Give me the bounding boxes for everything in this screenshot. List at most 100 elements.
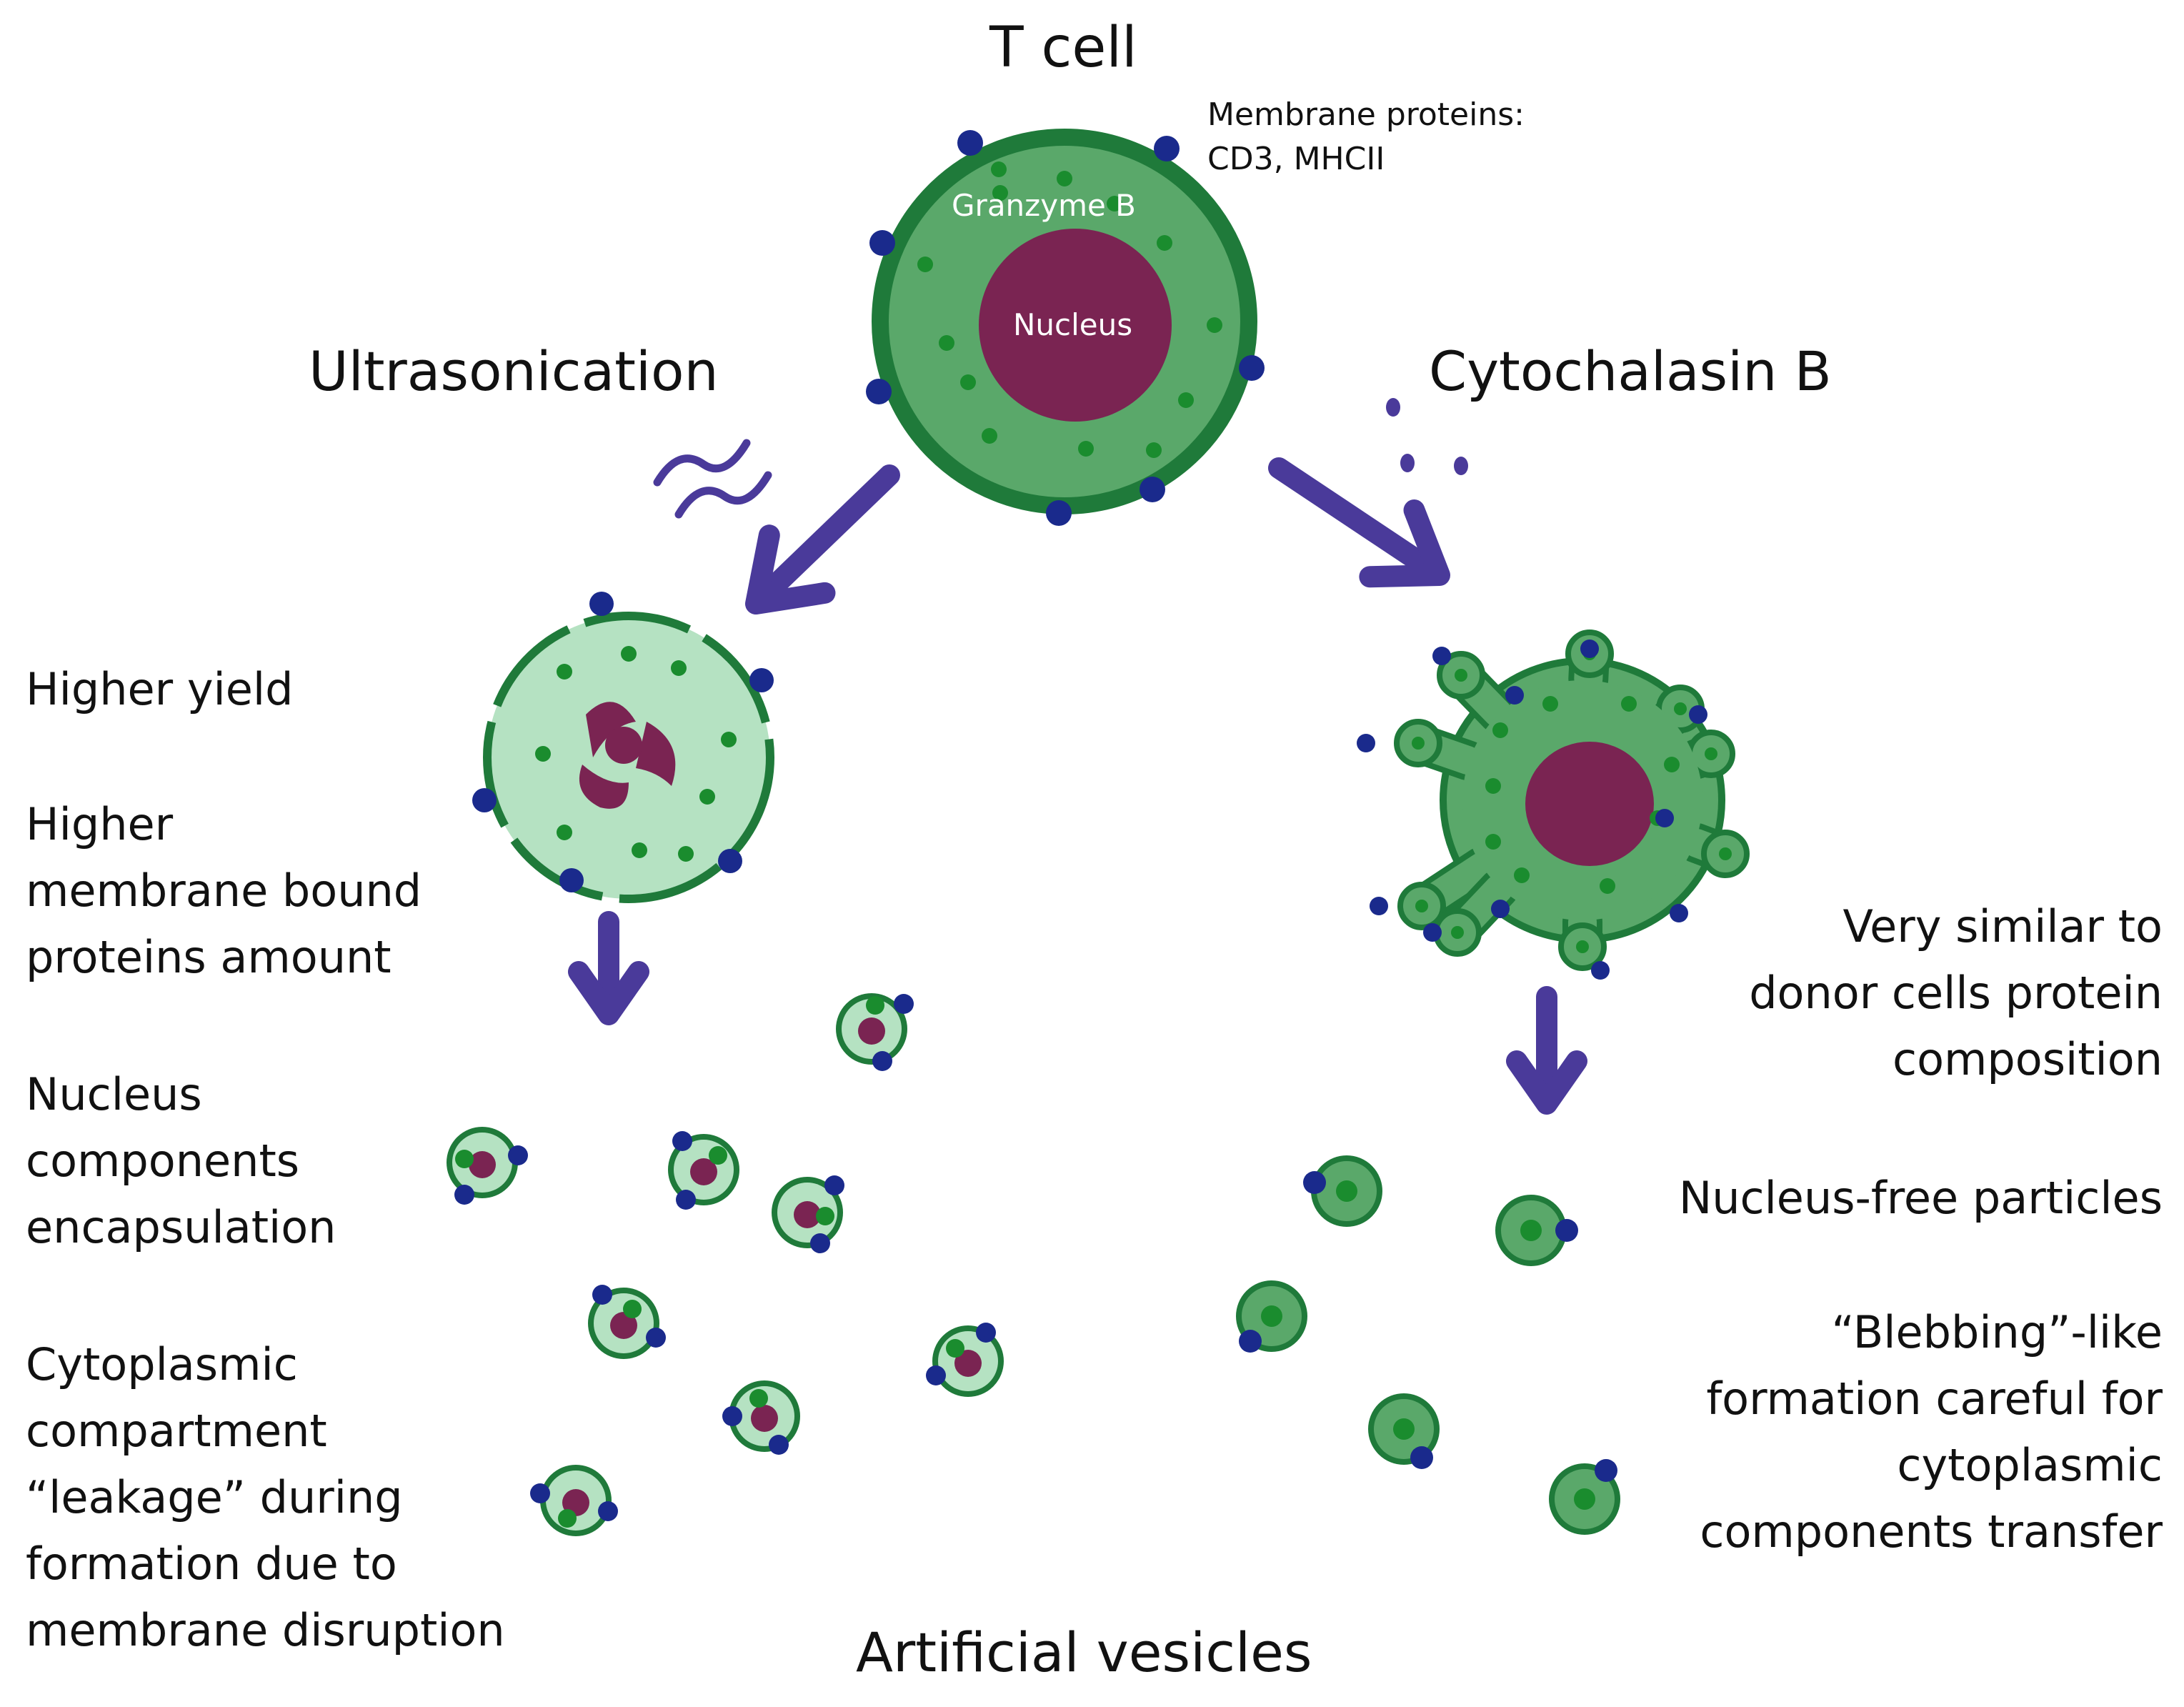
ultra-protein-0 bbox=[589, 592, 614, 616]
right-vesicle-4 bbox=[1549, 1459, 1620, 1535]
granule-4 bbox=[1157, 235, 1172, 251]
nucleus-fragment-1 bbox=[586, 702, 636, 757]
left-vesicle-protein-a-1 bbox=[508, 1145, 528, 1165]
left-feature-1: Higher yield bbox=[26, 663, 294, 715]
cyto-protein-8 bbox=[1423, 923, 1442, 942]
granule-5 bbox=[939, 335, 954, 351]
left-vesicle-5 bbox=[926, 1323, 1004, 1397]
left-vesicle-granule-2 bbox=[709, 1146, 727, 1165]
granule-11 bbox=[960, 374, 976, 390]
right-feature-3: “Blebbing”-like formation careful for cy… bbox=[1700, 1306, 2163, 1558]
right-vesicle-granule-3 bbox=[1393, 1418, 1415, 1440]
bleb-granule-5 bbox=[1719, 847, 1732, 860]
left-vesicle-nucleus-4 bbox=[610, 1312, 637, 1339]
left-vesicle-protein-b-5 bbox=[926, 1365, 946, 1385]
right-vesicle-3 bbox=[1368, 1393, 1440, 1469]
left-vesicle-nucleus-0 bbox=[858, 1017, 885, 1045]
right-vesicle-granule-1 bbox=[1520, 1220, 1542, 1241]
right-vesicle-granule-0 bbox=[1336, 1180, 1357, 1202]
arrow-down-left-head bbox=[568, 961, 649, 1025]
granule-7 bbox=[1178, 392, 1194, 408]
granule-1 bbox=[1057, 171, 1072, 186]
bleb-granule-3 bbox=[1705, 747, 1717, 760]
right-vesicle-2 bbox=[1236, 1280, 1307, 1353]
right-vesicle-protein-3 bbox=[1410, 1446, 1433, 1469]
left-vesicle-protein-a-0 bbox=[894, 994, 914, 1014]
left-vesicle-granule-3 bbox=[816, 1207, 834, 1225]
cytochalasin-dot-2 bbox=[1454, 457, 1468, 475]
nucleus-fragment-4 bbox=[605, 727, 642, 764]
sound-wave-2 bbox=[674, 471, 772, 519]
left-vesicle-0 bbox=[836, 993, 914, 1071]
right-vesicle-protein-4 bbox=[1595, 1459, 1617, 1482]
left-vesicle-1 bbox=[447, 1127, 528, 1205]
granule-2 bbox=[1107, 196, 1122, 211]
left-vesicle-granule-4 bbox=[623, 1300, 642, 1318]
ultra-protein-4 bbox=[559, 868, 584, 892]
arrow-to-ultrasonication-head bbox=[745, 524, 836, 614]
ultra-granule-4 bbox=[535, 746, 551, 762]
ultra-granule-7 bbox=[632, 842, 647, 858]
bleb-granule-8 bbox=[1451, 926, 1464, 939]
ultra-protein-2 bbox=[472, 788, 497, 812]
membrane-protein-3 bbox=[1239, 355, 1265, 381]
left-vesicle-protein-b-2 bbox=[676, 1190, 696, 1210]
left-vesicle-granule-1 bbox=[455, 1150, 474, 1168]
left-vesicle-nucleus-6 bbox=[751, 1405, 778, 1432]
cyto-protein-0 bbox=[1432, 647, 1451, 665]
right-vesicle-granule-4 bbox=[1574, 1488, 1595, 1510]
left-vesicle-protein-a-6 bbox=[722, 1406, 742, 1426]
granule-3 bbox=[917, 257, 933, 272]
granule-6 bbox=[1207, 317, 1222, 333]
cyto-granule-3 bbox=[1485, 778, 1501, 794]
arrow-to-cytochalasin-head bbox=[1359, 499, 1450, 588]
decorations-layer bbox=[653, 398, 1468, 519]
ultra-granule-2 bbox=[671, 660, 687, 676]
bleb-granule-4 bbox=[1412, 737, 1425, 750]
membrane-protein-1 bbox=[1154, 136, 1180, 161]
right-vesicle-0 bbox=[1303, 1155, 1382, 1227]
arrow-down-right-head bbox=[1506, 1050, 1587, 1115]
cytochalasin-dot-0 bbox=[1386, 398, 1400, 417]
left-vesicle-6 bbox=[722, 1380, 800, 1455]
cyto-granule-7 bbox=[1600, 878, 1615, 894]
ultra-granule-8 bbox=[678, 846, 694, 862]
right-vesicle-granule-2 bbox=[1261, 1305, 1282, 1327]
arrow-to-cytochalasin-shaft bbox=[1268, 457, 1447, 584]
membrane-protein-4 bbox=[866, 379, 892, 404]
left-vesicle-4 bbox=[588, 1285, 666, 1359]
left-vesicle-protein-b-7 bbox=[598, 1501, 618, 1521]
ultra-granule-3 bbox=[721, 732, 737, 747]
membrane-protein-6 bbox=[1140, 477, 1165, 502]
method-cytochalasin: Cytochalasin B bbox=[1429, 339, 1832, 403]
granule-8 bbox=[982, 428, 997, 444]
method-ultrasonication: Ultrasonication bbox=[309, 339, 719, 403]
right-vesicle-protein-1 bbox=[1555, 1219, 1578, 1242]
left-vesicle-protein-b-1 bbox=[454, 1185, 474, 1205]
right-vesicle-protein-0 bbox=[1303, 1171, 1326, 1194]
left-vesicle-protein-b-6 bbox=[769, 1435, 789, 1455]
right-feature-1: Very similar to donor cells protein comp… bbox=[1749, 900, 2163, 1085]
membrane-protein-5 bbox=[1046, 500, 1072, 526]
left-vesicle-2 bbox=[668, 1131, 739, 1210]
vesicles-layer bbox=[447, 993, 1620, 1536]
membrane-proteins-label: Membrane proteins: CD3, MHCII bbox=[1207, 96, 1525, 177]
left-vesicle-nucleus-2 bbox=[690, 1158, 717, 1185]
right-vesicle-1 bbox=[1495, 1195, 1578, 1266]
t-cell-nucleus bbox=[979, 229, 1172, 422]
left-vesicle-granule-0 bbox=[866, 996, 884, 1015]
membrane-protein-2 bbox=[869, 230, 895, 256]
cyto-granule-4 bbox=[1485, 834, 1501, 850]
ultra-protein-3 bbox=[718, 849, 742, 873]
ultra-granule-0 bbox=[557, 664, 572, 680]
cyto-granule-6 bbox=[1514, 867, 1530, 883]
cyto-protein-1 bbox=[1580, 639, 1599, 658]
left-vesicle-nucleus-3 bbox=[794, 1201, 821, 1228]
right-vesicle-protein-2 bbox=[1239, 1330, 1262, 1353]
left-vesicle-3 bbox=[772, 1175, 844, 1253]
left-vesicle-protein-a-3 bbox=[824, 1175, 844, 1195]
bleb-granule-2 bbox=[1674, 702, 1687, 715]
arrow-to-ultrasonication-shaft bbox=[748, 464, 900, 612]
